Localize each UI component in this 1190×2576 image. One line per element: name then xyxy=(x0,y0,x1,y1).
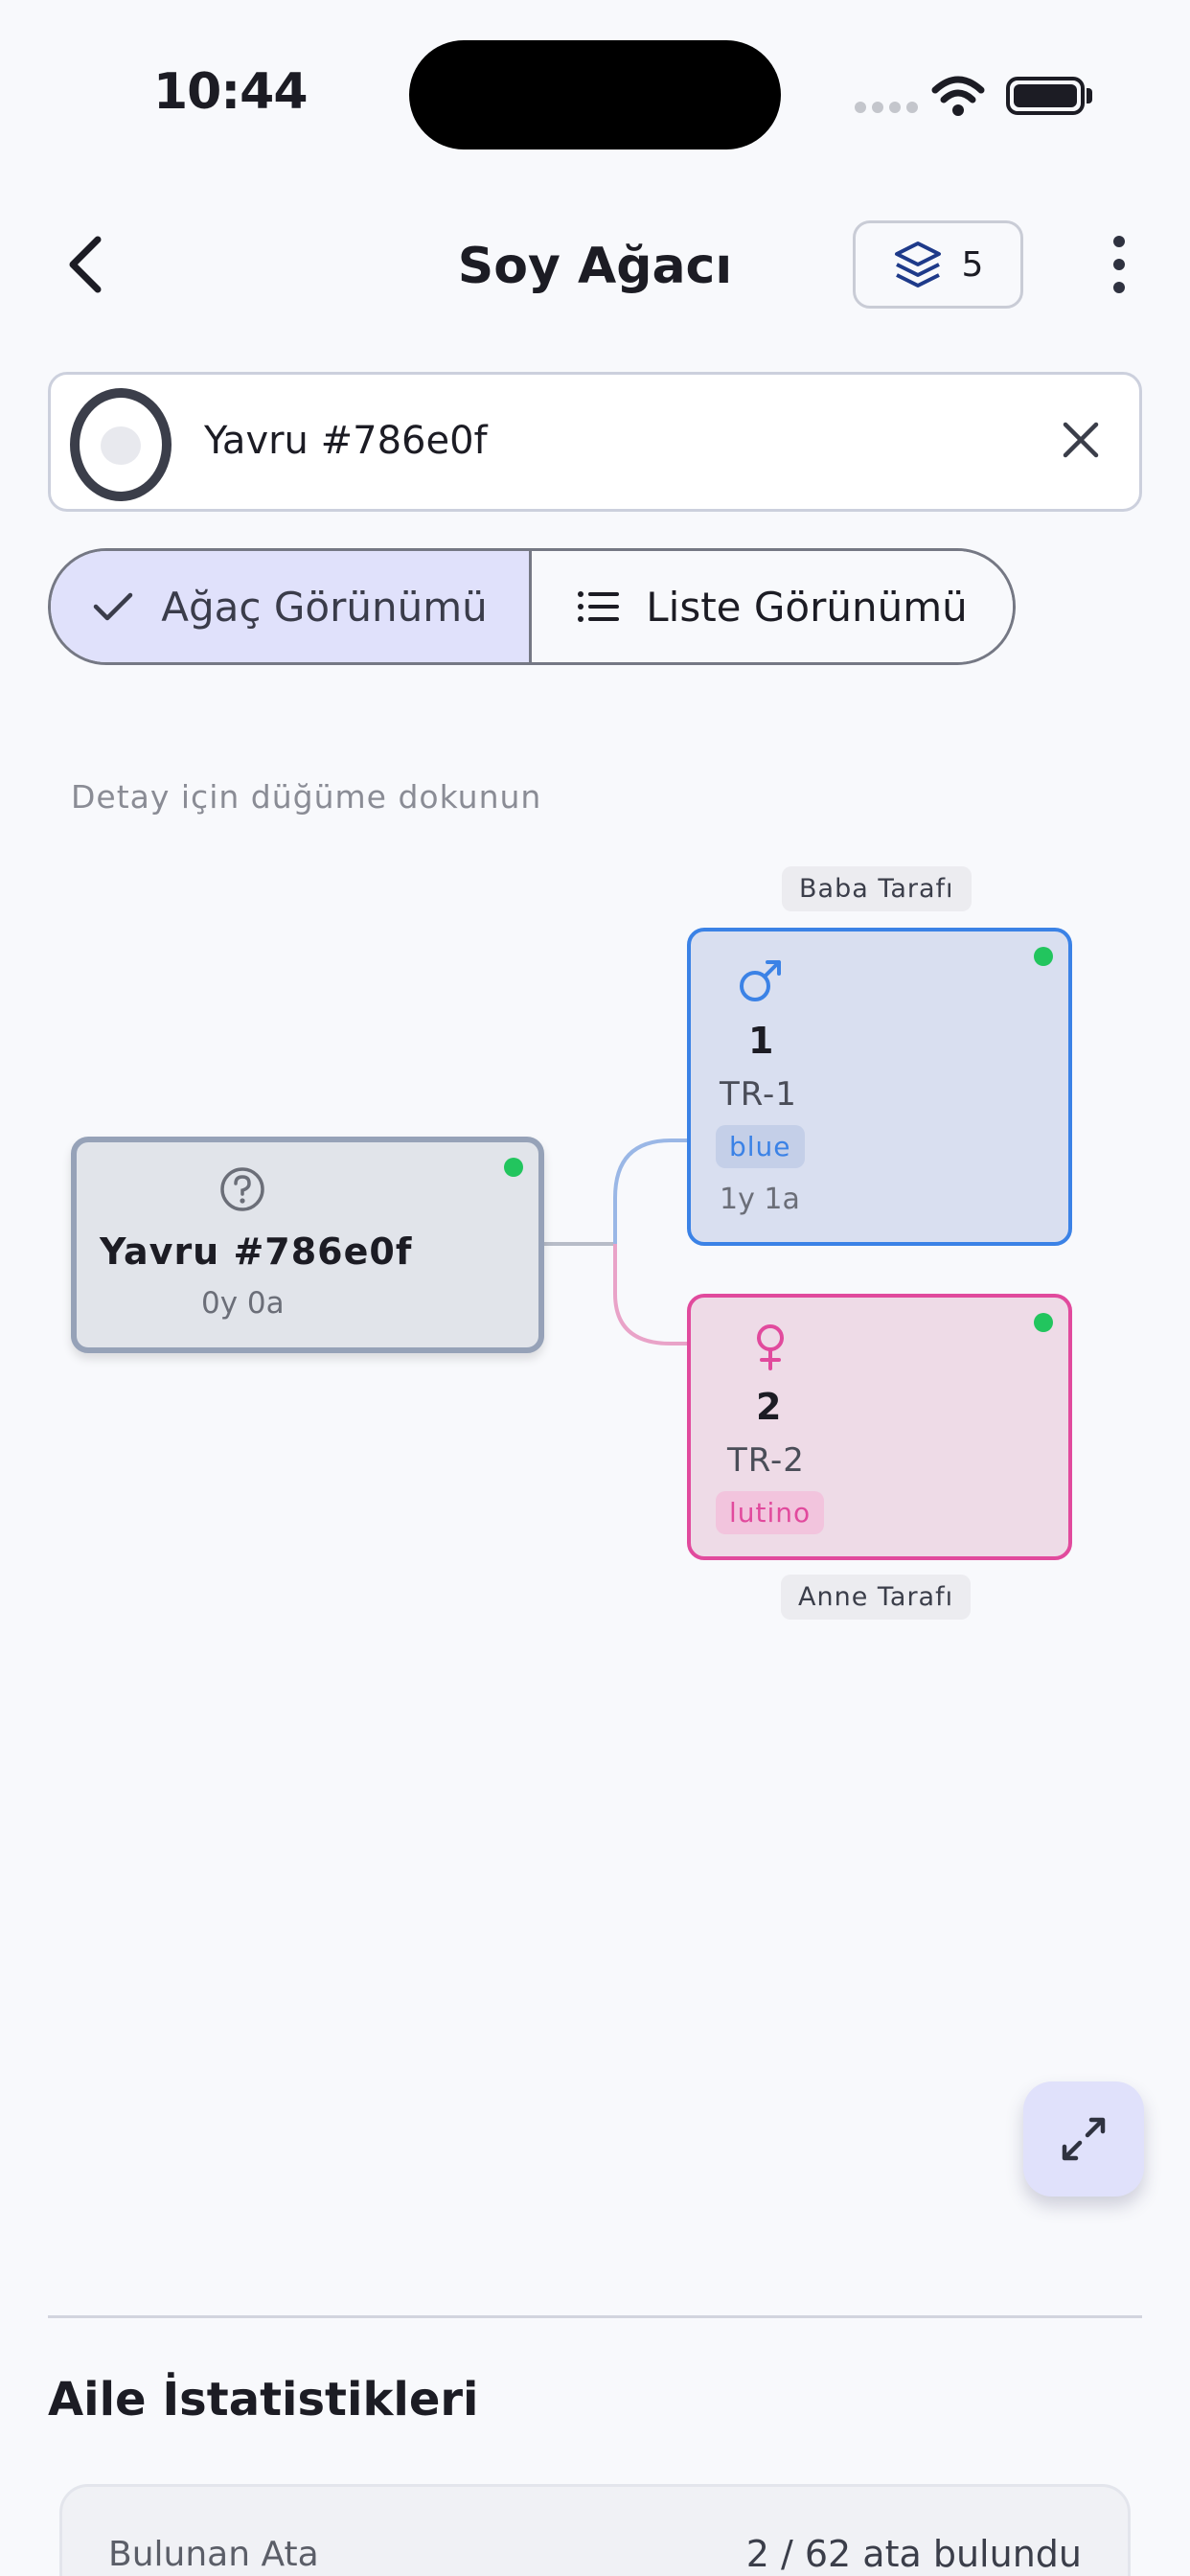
stat-label-ancestors: Bulunan Ata xyxy=(108,2535,319,2574)
mother-number: 2 xyxy=(756,1386,782,1428)
battery-icon xyxy=(1006,77,1085,115)
view-toggle: Ağaç Görünümü Liste Görünümü xyxy=(48,548,1016,665)
generations-button[interactable]: 5 xyxy=(853,220,1023,309)
father-side-label: Baba Tarafı xyxy=(782,866,972,911)
tree-connector xyxy=(544,1138,690,1346)
stats-title: Aile İstatistikleri xyxy=(48,2373,479,2426)
tab-tree-label: Ağaç Görünümü xyxy=(161,583,488,631)
tree-hint: Detay için düğüme dokunun xyxy=(71,778,542,816)
female-icon xyxy=(757,1324,784,1370)
checkmark-icon xyxy=(94,592,133,621)
tree-node-father[interactable]: 1 TR-1 blue 1y 1a xyxy=(687,928,1072,1246)
stat-value-ancestors: 2 / 62 ata bulundu xyxy=(745,2533,1082,2575)
bird-select-field[interactable]: Yavru #786e0f xyxy=(48,372,1142,512)
mother-mutation-badge: lutino xyxy=(716,1491,825,1534)
mother-side-label: Anne Tarafı xyxy=(781,1575,972,1620)
clear-button[interactable] xyxy=(1052,411,1110,469)
tab-list-view[interactable]: Liste Görünümü xyxy=(532,551,1013,662)
cellular-signal-icon xyxy=(855,102,918,113)
dynamic-island xyxy=(409,40,781,150)
back-button[interactable] xyxy=(56,226,113,303)
layers-icon xyxy=(894,242,941,288)
mother-ring: TR-2 xyxy=(727,1441,805,1480)
unknown-gender-icon xyxy=(220,1167,264,1211)
father-ring: TR-1 xyxy=(720,1075,797,1114)
list-icon xyxy=(578,591,620,622)
father-number: 1 xyxy=(748,1020,774,1062)
child-name: Yavru #786e0f xyxy=(100,1230,413,1273)
section-divider xyxy=(48,2315,1142,2318)
status-dot xyxy=(504,1158,523,1177)
wifi-icon xyxy=(931,76,985,116)
father-mutation-badge: blue xyxy=(716,1125,805,1168)
tree-node-child[interactable]: Yavru #786e0f 0y 0a xyxy=(71,1137,544,1353)
bird-avatar xyxy=(70,388,172,501)
battery-cap xyxy=(1087,88,1092,104)
fullscreen-button[interactable] xyxy=(1023,2082,1144,2196)
tree-node-mother[interactable]: 2 TR-2 lutino xyxy=(687,1294,1072,1560)
status-dot xyxy=(1034,947,1053,966)
tab-list-label: Liste Görünümü xyxy=(646,583,968,631)
status-time: 10:44 xyxy=(153,63,309,121)
stats-card: Bulunan Ata 2 / 62 ata bulundu xyxy=(59,2484,1131,2576)
close-icon xyxy=(1063,422,1099,458)
status-dot xyxy=(1034,1313,1053,1332)
tab-tree-view[interactable]: Ağaç Görünümü xyxy=(51,551,533,662)
more-options-button[interactable] xyxy=(1102,226,1136,303)
generations-count: 5 xyxy=(961,244,984,285)
male-icon xyxy=(740,960,781,1001)
expand-icon xyxy=(1062,2117,1106,2161)
selected-bird-value: Yavru #786e0f xyxy=(204,419,488,463)
father-age: 1y 1a xyxy=(720,1183,800,1216)
child-age: 0y 0a xyxy=(201,1286,285,1321)
chevron-left-icon xyxy=(69,236,102,293)
